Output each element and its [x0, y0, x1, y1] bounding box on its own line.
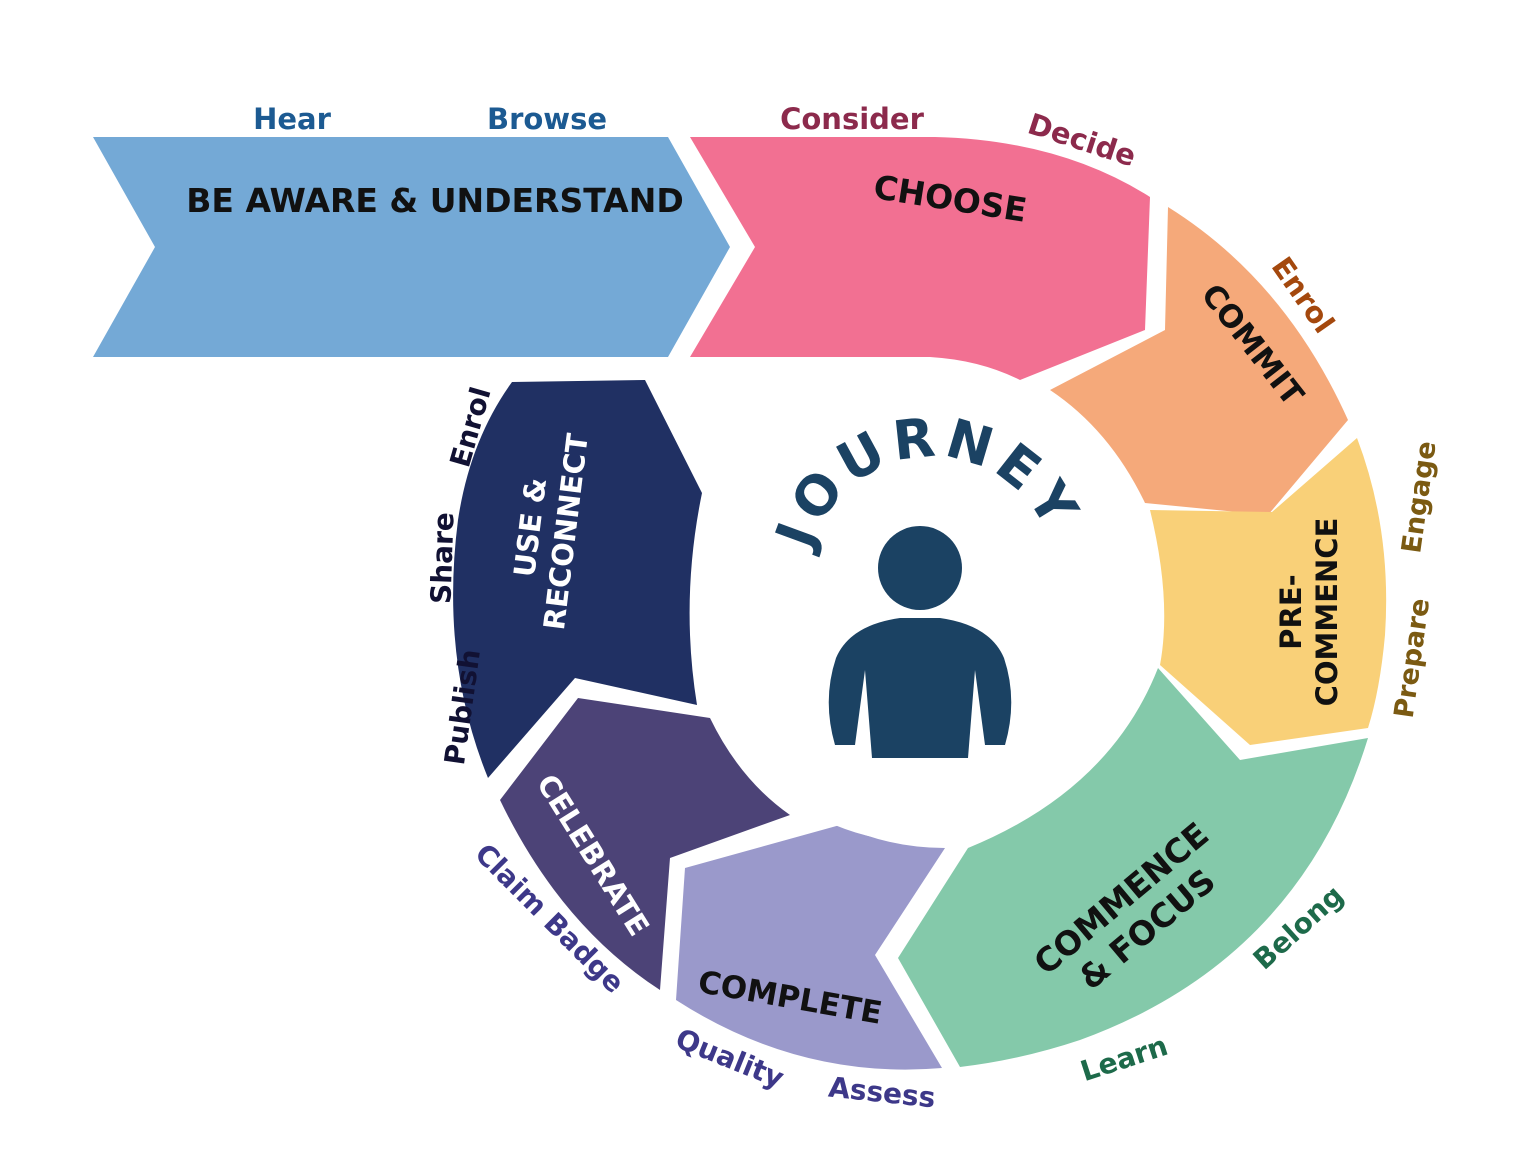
choose-segment [690, 137, 1150, 380]
aware-title: BE AWARE & UNDERSTAND [186, 181, 683, 220]
step-browse: Browse [487, 102, 607, 136]
precommence-title-line2: COMMENCE [1310, 518, 1344, 707]
step-hear: Hear [253, 102, 332, 136]
celebrate-segment [500, 698, 790, 990]
step-assess: Assess [827, 1070, 937, 1114]
step-share: Share [424, 512, 460, 605]
aware-segment [93, 137, 730, 357]
person-icon [828, 526, 1012, 758]
step-engage: Engage [1396, 439, 1442, 555]
step-prepare: Prepare [1389, 596, 1436, 720]
step-learn: Learn [1077, 1029, 1172, 1088]
step-consider: Consider [780, 102, 924, 136]
commence-segment [898, 668, 1368, 1067]
precommence-segment [1150, 438, 1387, 745]
complete-segment [676, 825, 945, 1070]
precommence-title-line1: PRE- [1274, 574, 1308, 649]
reconnect-segment [453, 380, 702, 778]
commit-segment [1050, 207, 1348, 515]
